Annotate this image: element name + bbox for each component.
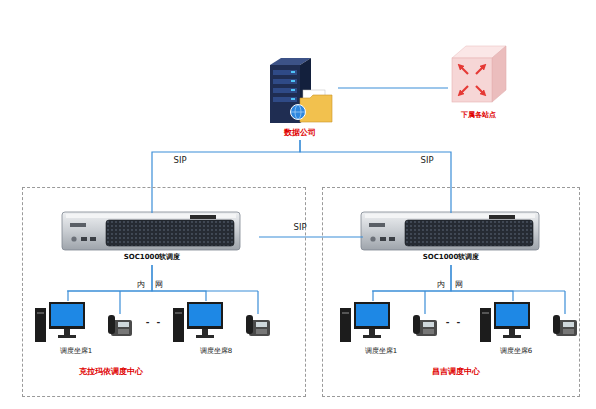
server-slot <box>273 79 297 84</box>
server-led <box>291 89 295 91</box>
device-label: SOC1000软调度 <box>423 254 480 262</box>
lan-bus <box>67 291 258 314</box>
seat-label: 调度坐席1 <box>60 348 92 356</box>
globe <box>291 105 306 120</box>
seat-label: 调度坐席6 <box>500 348 532 356</box>
protocol-label: SIP <box>173 156 186 165</box>
computer-icon <box>340 302 390 342</box>
seat-label: 调度坐席8 <box>200 348 232 356</box>
node-label: 下属各站点 <box>461 112 496 120</box>
switch-arrow <box>476 86 484 94</box>
network-link <box>338 87 448 88</box>
computer-icon <box>480 302 530 342</box>
phone-icon <box>246 315 270 336</box>
computer-icon <box>173 302 223 342</box>
node-label: 数据公司 <box>284 129 316 138</box>
network-link <box>152 140 300 213</box>
protocol-label: SIP <box>420 156 433 165</box>
dispatch-seat-node: 调度坐席6 <box>476 301 586 359</box>
server-slot <box>273 70 297 75</box>
region-label: 昌吉调度中心 <box>432 368 480 377</box>
rack-server <box>62 212 240 250</box>
phone-icon <box>413 315 437 336</box>
switch-front <box>452 58 492 102</box>
server-slot <box>273 88 297 93</box>
network-link <box>259 236 363 237</box>
dispatch-seat-node: 调度坐席1 <box>336 301 446 359</box>
server-led <box>291 80 295 82</box>
region-label: 克拉玛依调度中心 <box>79 368 143 377</box>
switch-arrow <box>460 86 468 94</box>
ellipsis-mark: - - <box>446 318 461 328</box>
server-slot <box>273 97 297 102</box>
switch-arrow <box>460 66 468 74</box>
network-label: 内 网 <box>137 281 162 289</box>
phone-icon <box>553 315 577 336</box>
ellipsis-mark: - - <box>146 318 161 328</box>
dispatch-center-region: 昌吉调度中心 SOC1000软调度调度坐席1 调度坐席6 <box>322 187 580 397</box>
phone-icon <box>108 315 132 336</box>
dispatch-center-region: 克拉玛依调度中心 SOC1000软调度调度坐席1 调度坐席8 <box>22 187 306 397</box>
rack-server-node: SOC1000软调度 <box>45 213 259 265</box>
switch-side <box>492 46 506 102</box>
lan-bus <box>372 291 565 314</box>
rack-server-node: SOC1000软调度 <box>363 213 539 265</box>
server-led <box>291 98 295 100</box>
switch-node: 下属各站点 <box>448 42 508 122</box>
switch-icon <box>452 46 506 102</box>
server-icon <box>270 58 332 123</box>
seat-label: 调度坐席1 <box>365 348 397 356</box>
protocol-label: SIP <box>293 223 306 232</box>
server-node: 数据公司 <box>262 55 338 140</box>
computer-icon <box>35 302 85 342</box>
rack-server <box>361 212 539 250</box>
switch-arrow <box>476 66 484 74</box>
globe-line <box>291 112 306 113</box>
dispatch-seat-node: 调度坐席1 <box>31 301 141 359</box>
device-label: SOC1000软调度 <box>124 254 181 262</box>
server-led <box>291 71 295 73</box>
network-label: 内 网 <box>437 281 462 289</box>
dispatch-seat-node: 调度坐席8 <box>169 301 279 359</box>
